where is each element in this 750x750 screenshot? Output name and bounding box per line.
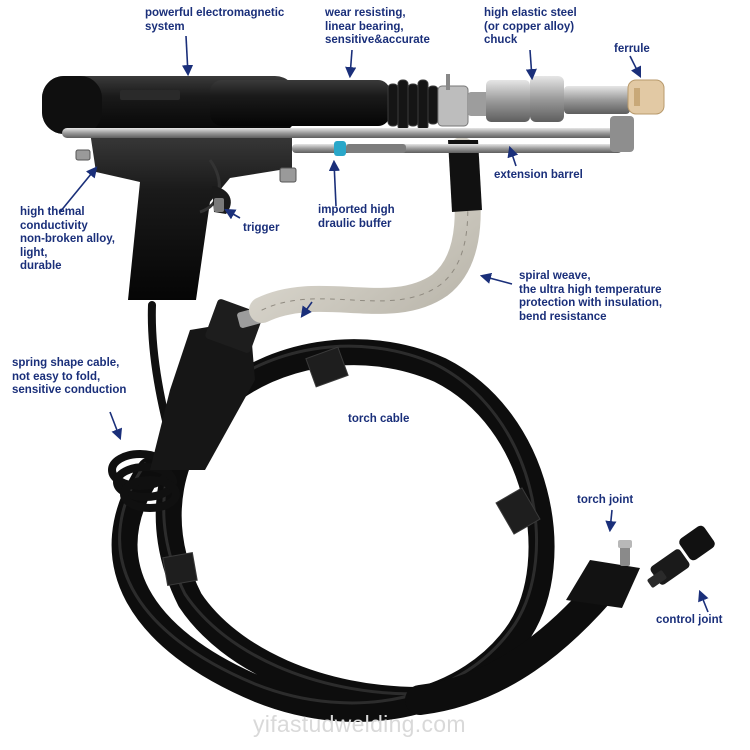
- arrow-spiral: [479, 272, 513, 285]
- electromagnetic-cylinder: [42, 76, 390, 134]
- arrow-alloy: [59, 166, 98, 213]
- spiral-weave-sleeve: [249, 137, 482, 323]
- torch-joint-connector: [566, 540, 640, 608]
- label-linear-bearing: wear resisting, linear bearing, sensitiv…: [325, 7, 430, 46]
- control-joint-connector: [647, 525, 715, 588]
- label-spring-cable: spring shape cable, not easy to fold, se…: [12, 357, 127, 396]
- arrow-ferrule: [629, 55, 642, 79]
- arrow-control-joint: [698, 589, 709, 613]
- cable-strain-relief: [150, 299, 269, 470]
- ferrule: [627, 79, 665, 115]
- arrow-torch-joint: [605, 509, 617, 533]
- label-thermal-alloy: high themal conductivity non-broken allo…: [20, 206, 115, 272]
- trigger: [212, 186, 231, 214]
- arrow-bearing: [345, 49, 357, 79]
- arrow-spiral-2: [300, 301, 313, 318]
- label-chuck: high elastic steel (or copper alloy) chu…: [484, 7, 577, 46]
- arrow-electromagnetic: [181, 35, 194, 77]
- pistol-grip: [90, 132, 292, 300]
- label-hydraulic-buffer: imported high draulic buffer: [318, 204, 395, 230]
- label-torch-joint: torch joint: [577, 494, 634, 506]
- label-torch-cable: torch cable: [348, 413, 410, 425]
- label-extension-barrel: extension barrel: [494, 169, 583, 181]
- label-control-joint: control joint: [656, 614, 723, 626]
- hydraulic-buffer: [334, 141, 406, 156]
- chuck-assembly: [437, 74, 630, 127]
- callout-arrows: [59, 35, 709, 613]
- arrow-extension-barrel: [507, 145, 519, 167]
- screw-fittings: [75, 149, 297, 183]
- rubber-bellows: [387, 79, 439, 131]
- cable-tape-bands: [162, 346, 541, 586]
- label-electromagnetic-system: powerful electromagnetic system: [145, 7, 285, 33]
- arrow-spring-cable: [109, 411, 123, 441]
- arrow-trigger: [224, 208, 241, 220]
- arrow-chuck: [525, 49, 537, 81]
- arrow-buffer: [328, 159, 341, 207]
- label-spiral-weave: spiral weave, the ultra high temperature…: [519, 270, 663, 323]
- label-ferrule: ferrule: [614, 43, 650, 55]
- watermark: yifastudwelding.com: [253, 711, 466, 737]
- label-trigger: trigger: [243, 222, 280, 234]
